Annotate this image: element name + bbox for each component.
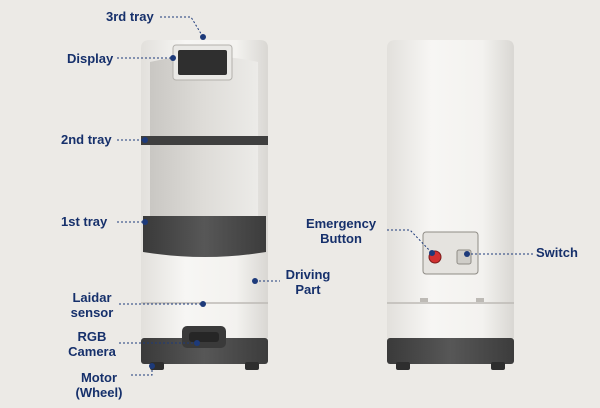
front-tray-2: [141, 136, 268, 145]
front-wheel-right: [245, 362, 259, 370]
label-driving-line1: Driving: [285, 267, 331, 282]
anchor-tray3: [200, 34, 206, 40]
label-rgb-line2: Camera: [68, 344, 116, 359]
label-tray1: 1st tray: [61, 214, 108, 229]
back-body: [387, 40, 514, 338]
label-motor-line1: Motor: [80, 370, 118, 385]
label-lidar-sensor: Laidar sensor: [66, 290, 118, 320]
front-display-screen: [178, 50, 227, 75]
anchor-driving: [252, 278, 258, 284]
leader-motor: [130, 366, 153, 376]
label-motor-wheel: Motor (Wheel): [70, 370, 128, 400]
leader-emergency: [387, 229, 433, 254]
label-motor-line2: (Wheel): [75, 385, 123, 400]
anchor-tray2: [142, 137, 148, 143]
anchor-lidar: [200, 301, 206, 307]
anchor-emergency: [429, 250, 435, 256]
back-robot: [387, 40, 514, 370]
label-emergency-line1: Emergency: [305, 216, 377, 231]
label-driving-line2: Part: [295, 282, 321, 297]
anchor-rgb: [194, 340, 200, 346]
label-tray2: 2nd tray: [61, 132, 112, 147]
anchor-tray1: [142, 219, 148, 225]
label-lidar-line1: Laidar: [72, 290, 112, 305]
leader-tray3: [160, 16, 204, 38]
front-cavity: [150, 56, 258, 245]
label-rgb-line1: RGB: [77, 329, 107, 344]
front-base: [141, 338, 268, 364]
front-tray-1-band: [143, 216, 266, 257]
front-lower-body: [141, 250, 268, 338]
label-rgb-camera: RGB Camera: [64, 329, 120, 359]
label-lidar-line2: sensor: [70, 305, 114, 320]
label-switch: Switch: [536, 245, 578, 260]
back-base: [387, 338, 514, 364]
anchor-display: [170, 55, 176, 61]
label-display: Display: [67, 51, 114, 66]
leader-lines: [117, 16, 533, 376]
front-robot: [141, 40, 268, 370]
back-wheel-left: [396, 362, 410, 370]
back-wheel-right: [491, 362, 505, 370]
label-tray3: 3rd tray: [106, 9, 154, 24]
label-driving-part: Driving Part: [282, 267, 334, 297]
label-emergency-button: Emergency Button: [303, 216, 379, 246]
anchor-motor: [149, 363, 155, 369]
label-emergency-line2: Button: [320, 231, 362, 246]
anchor-switch: [464, 251, 470, 257]
